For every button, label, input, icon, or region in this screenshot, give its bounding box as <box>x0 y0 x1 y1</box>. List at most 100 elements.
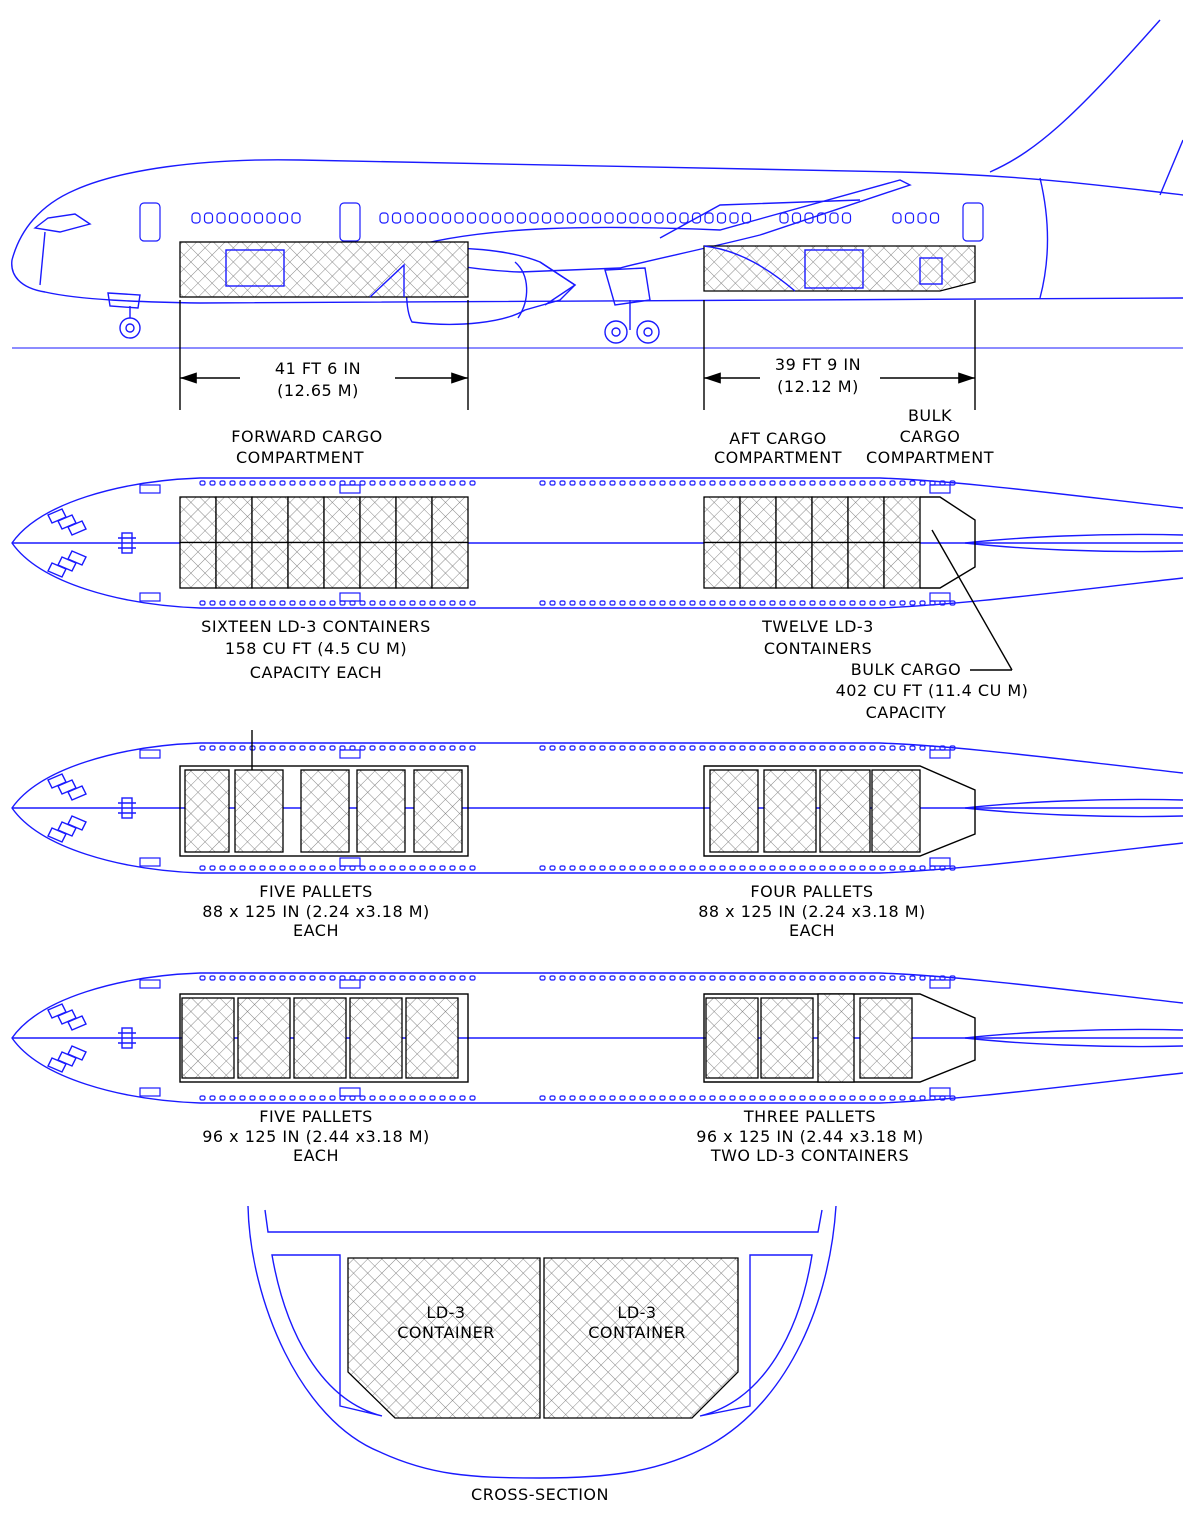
plan-window <box>849 865 856 871</box>
plan-window <box>639 480 646 486</box>
plan-window <box>829 865 836 871</box>
plan-window <box>329 1095 336 1101</box>
plan-window <box>429 865 436 871</box>
plan-window <box>759 600 766 606</box>
fuselage-outline <box>11 159 1183 304</box>
plan-window <box>799 480 806 486</box>
plan-window <box>329 480 336 486</box>
plan-window <box>249 480 256 486</box>
plan-window <box>259 600 266 606</box>
forward-ld3-containers <box>179 496 469 589</box>
cockpit-window <box>33 213 92 233</box>
nose-gear-symbol <box>121 1027 133 1049</box>
plan-window <box>769 865 776 871</box>
plan-window <box>859 745 866 751</box>
bulk-compartment-label-3: COMPARTMENT <box>866 448 994 467</box>
plan-window <box>709 480 716 486</box>
p88-forward-caption-3: EACH <box>293 921 339 940</box>
plan-window <box>319 865 326 871</box>
plan-window <box>679 745 686 751</box>
plan-window <box>679 975 686 981</box>
aft-length-label: 39 FT 9 IN <box>775 355 861 374</box>
plan-window <box>539 1095 546 1101</box>
plan-window <box>599 600 606 606</box>
plan-window <box>609 1095 616 1101</box>
plan-window <box>209 745 216 751</box>
nose-landing-gear <box>107 292 141 339</box>
plan-window <box>559 865 566 871</box>
plan-window <box>369 480 376 486</box>
plan-window <box>379 865 386 871</box>
cabin-window <box>241 212 251 224</box>
plan-window <box>689 745 696 751</box>
ld3-container <box>359 541 397 589</box>
plan-window <box>449 1095 456 1101</box>
plan-window <box>219 480 226 486</box>
plan-window <box>939 480 946 486</box>
cabin-window <box>479 212 489 224</box>
plan-window <box>799 975 806 981</box>
p88-aft-caption-1: FOUR PALLETS <box>750 882 873 901</box>
plan-window <box>769 480 776 486</box>
dimension-lines <box>179 300 976 410</box>
plan-window <box>249 865 256 871</box>
plan-window <box>319 975 326 981</box>
plan-window <box>289 480 296 486</box>
plan-window <box>919 745 926 751</box>
plan-window <box>309 480 316 486</box>
plan-window <box>699 975 706 981</box>
plan-window <box>819 600 826 606</box>
aft-compartment-label: AFT CARGO <box>729 429 826 448</box>
plan-window <box>909 745 916 751</box>
plan-window <box>649 745 656 751</box>
plan-window <box>249 975 256 981</box>
plan-window <box>889 480 896 486</box>
plan-window <box>739 865 746 871</box>
plan-window <box>919 600 926 606</box>
plan-window <box>279 600 286 606</box>
plan-door <box>139 484 161 494</box>
plan-window <box>409 480 416 486</box>
plan-window <box>889 745 896 751</box>
plan-window <box>919 480 926 486</box>
plan-window <box>359 975 366 981</box>
right-container-label-1: LD-3 <box>617 1303 656 1322</box>
plan-door <box>139 857 161 867</box>
plan-window <box>659 975 666 981</box>
plan-window <box>789 1095 796 1101</box>
cabin-window <box>191 212 201 224</box>
plan-door <box>339 592 361 602</box>
plan-window <box>709 745 716 751</box>
plan-window <box>219 1095 226 1101</box>
plan-window <box>749 600 756 606</box>
plan-window <box>679 480 686 486</box>
plan-window <box>539 745 546 751</box>
plan-window <box>579 745 586 751</box>
plan-window <box>379 1095 386 1101</box>
plan-window <box>379 975 386 981</box>
plan-window <box>829 745 836 751</box>
plan-window <box>259 975 266 981</box>
ld3-container <box>179 496 217 544</box>
plan-window <box>459 1095 466 1101</box>
plan-door <box>339 1087 361 1097</box>
cabin-window <box>429 212 439 224</box>
plan-window <box>759 745 766 751</box>
cabin-window <box>816 212 827 224</box>
plan-window <box>789 480 796 486</box>
plan-window <box>729 745 736 751</box>
plan-window <box>799 865 806 871</box>
plan-window <box>879 600 886 606</box>
plan-window <box>949 1095 956 1101</box>
plan-window <box>309 600 316 606</box>
plan-window <box>819 975 826 981</box>
cabin-window <box>491 212 502 224</box>
plan-window <box>909 975 916 981</box>
cabin-window <box>253 212 264 224</box>
plan-window <box>199 745 206 751</box>
cockpit-seat <box>57 556 77 572</box>
plan-window <box>289 865 296 871</box>
plan-window <box>629 745 636 751</box>
plan-window <box>409 865 416 871</box>
plan-window <box>949 600 956 606</box>
